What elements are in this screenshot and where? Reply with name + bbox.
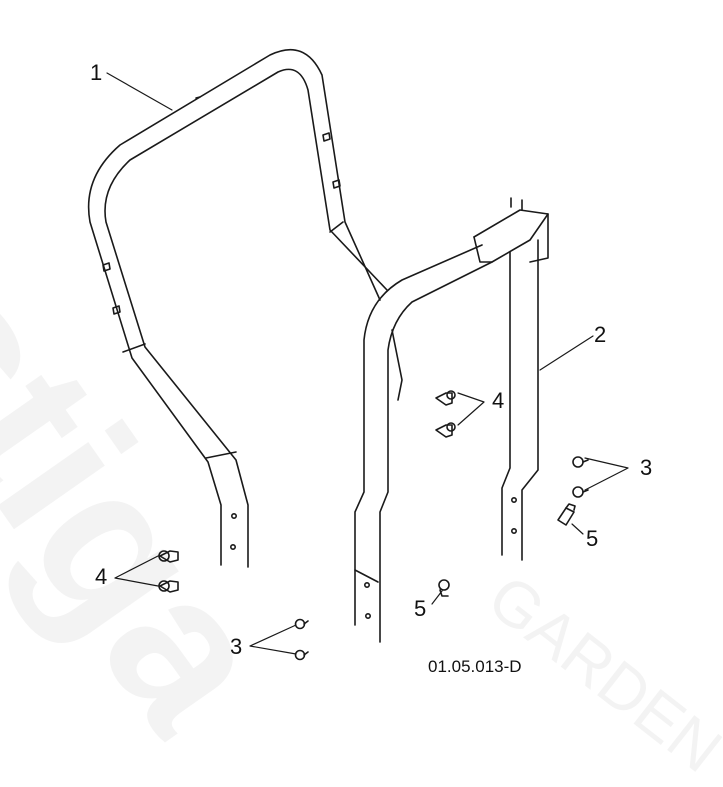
parts-drawing bbox=[87, 48, 629, 661]
exploded-parts-diagram: stiga GARDEN bbox=[0, 48, 723, 786]
callout-3-screw-right: 3 bbox=[640, 455, 653, 480]
screw-group-right bbox=[572, 456, 589, 498]
bolt-right bbox=[557, 503, 576, 526]
callout-1-upper-handle: 1 bbox=[90, 60, 103, 85]
knob-fastener-group-center bbox=[435, 390, 456, 438]
callout-5-bolt-right: 5 bbox=[586, 526, 599, 551]
upper-handle-part bbox=[87, 48, 388, 568]
knob-fastener-group-left bbox=[158, 550, 179, 593]
callout-3-screw-left: 3 bbox=[230, 634, 243, 659]
callout-2-lower-handle: 2 bbox=[594, 322, 607, 347]
leader-lines bbox=[106, 72, 629, 655]
screw-group-left bbox=[294, 618, 309, 661]
callout-5-bolt-center: 5 bbox=[414, 596, 427, 621]
callout-4-knob-center: 4 bbox=[492, 388, 505, 413]
drawing-code: 01.05.013-D bbox=[428, 657, 522, 676]
callout-4-knob-left: 4 bbox=[95, 564, 108, 589]
lower-handle-part bbox=[354, 197, 549, 643]
